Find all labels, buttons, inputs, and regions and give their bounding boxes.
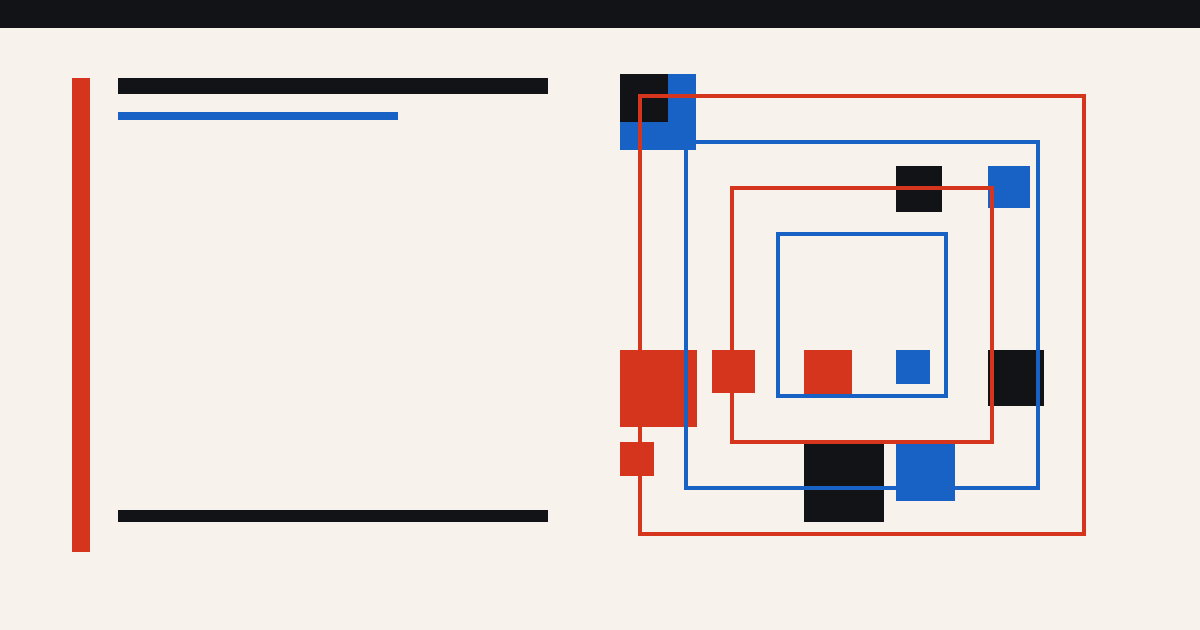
left-accent-bar <box>72 78 90 552</box>
outer-blue-square-frame <box>684 140 1040 490</box>
top-bar <box>0 0 1200 28</box>
lower-black-block <box>804 442 884 522</box>
inner-red-square-frame <box>730 186 994 444</box>
upper-blue-block <box>988 166 1030 208</box>
footer-placeholder-line <box>118 510 548 522</box>
middle-red-block-center <box>804 350 852 396</box>
inner-blue-square-frame <box>776 232 948 398</box>
middle-blue-block <box>896 350 930 384</box>
subheading-placeholder-line <box>118 112 398 120</box>
outer-red-square-frame <box>638 94 1086 536</box>
lower-blue-block <box>896 442 955 501</box>
top-left-black-block <box>620 74 668 122</box>
middle-black-block <box>988 350 1044 406</box>
heading-placeholder-line <box>118 78 548 94</box>
lower-red-block <box>620 442 654 476</box>
